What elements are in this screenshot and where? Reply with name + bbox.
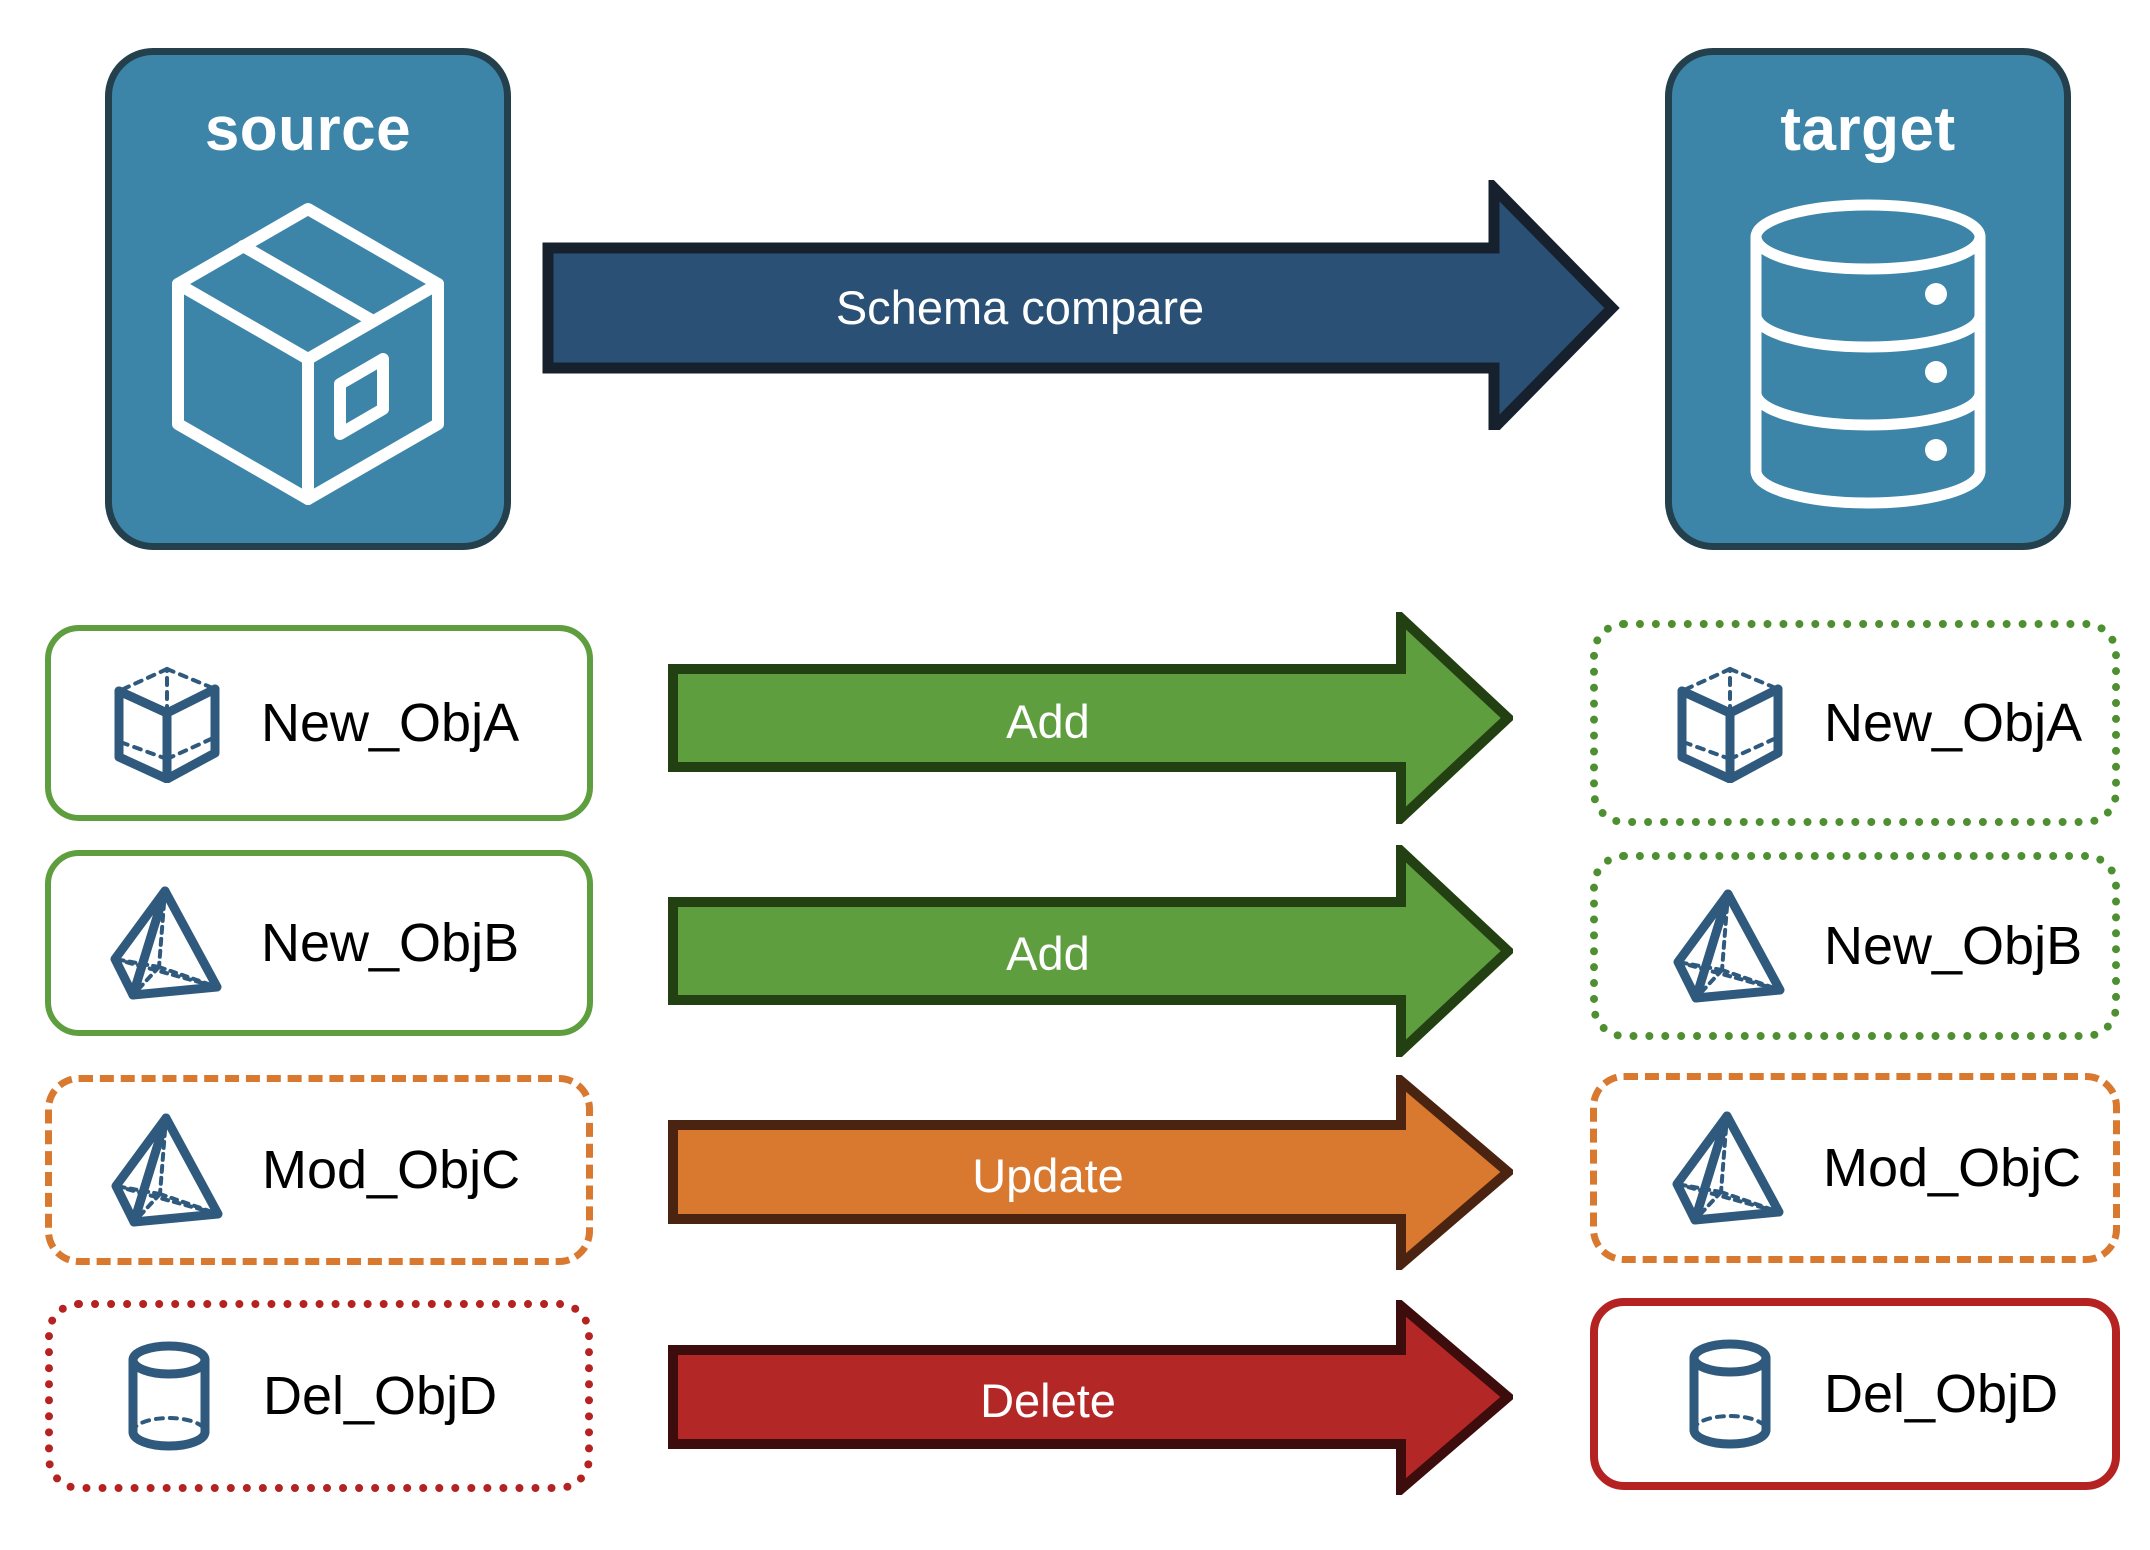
- target-object-label-4: Del_ObjD: [1824, 1364, 2059, 1424]
- target-object-label-3: Mod_ObjC: [1823, 1138, 2082, 1198]
- source-object-label-3: Mod_ObjC: [262, 1140, 521, 1200]
- source-object-card-2[interactable]: New_ObjB: [45, 850, 593, 1036]
- source-object-card-3[interactable]: Mod_ObjC: [45, 1075, 593, 1265]
- wireframe-cube-icon: [1677, 667, 1783, 783]
- target-panel-title: target: [1780, 95, 1956, 164]
- source-panel-title: source: [204, 95, 412, 164]
- target-object-card-3[interactable]: Mod_ObjC: [1590, 1073, 2120, 1263]
- source-panel: source: [105, 48, 511, 550]
- wireframe-pyramid-icon: [1672, 1111, 1784, 1225]
- source-object-card-4[interactable]: Del_ObjD: [45, 1300, 593, 1492]
- package-box-icon: [172, 203, 444, 505]
- target-object-card-1[interactable]: New_ObjA: [1590, 620, 2120, 826]
- wireframe-cylinder-icon: [128, 1341, 210, 1451]
- target-panel: target: [1665, 48, 2071, 550]
- wireframe-cylinder-icon: [1689, 1339, 1771, 1449]
- action-arrow-3: [668, 1075, 1513, 1270]
- schema-compare-arrow: [542, 180, 1620, 430]
- database-cylinder-icon: [1750, 199, 1986, 509]
- target-object-label-1: New_ObjA: [1824, 693, 2083, 753]
- wireframe-cube-icon: [114, 667, 220, 783]
- action-arrow-1: [668, 612, 1513, 824]
- wireframe-pyramid-icon: [1673, 889, 1785, 1003]
- target-object-card-2[interactable]: New_ObjB: [1590, 852, 2120, 1040]
- source-object-label-2: New_ObjB: [261, 913, 520, 973]
- target-object-label-2: New_ObjB: [1824, 916, 2083, 976]
- source-object-label-4: Del_ObjD: [263, 1366, 498, 1426]
- wireframe-pyramid-icon: [111, 1113, 223, 1227]
- wireframe-pyramid-icon: [110, 886, 222, 1000]
- source-object-label-1: New_ObjA: [261, 693, 520, 753]
- action-arrow-2: [668, 845, 1513, 1057]
- source-object-card-1[interactable]: New_ObjA: [45, 625, 593, 821]
- action-arrow-4: [668, 1300, 1513, 1495]
- target-object-card-4[interactable]: Del_ObjD: [1590, 1298, 2120, 1490]
